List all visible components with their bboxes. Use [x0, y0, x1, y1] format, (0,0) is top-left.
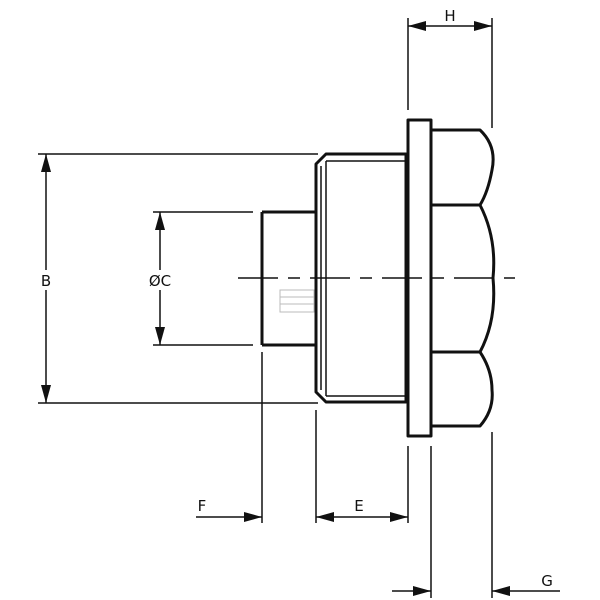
dimension-h: H: [407, 7, 493, 128]
dimension-b: B: [36, 153, 318, 404]
pilot-body: [262, 210, 316, 347]
dimension-f: F: [196, 352, 263, 523]
watermark-logo: [279, 289, 315, 313]
dimension-g-label: G: [541, 572, 553, 590]
dimension-e-label: E: [354, 497, 363, 515]
dimension-h-label: H: [444, 7, 455, 25]
thread-body: [314, 152, 408, 404]
dimension-g: G: [392, 432, 560, 598]
dimension-c: ØC: [142, 211, 253, 346]
dimension-e: E: [315, 410, 409, 523]
dimension-c-label: ØC: [149, 272, 171, 290]
dimension-b-label: B: [41, 272, 51, 290]
dimension-f-label: F: [198, 497, 207, 515]
